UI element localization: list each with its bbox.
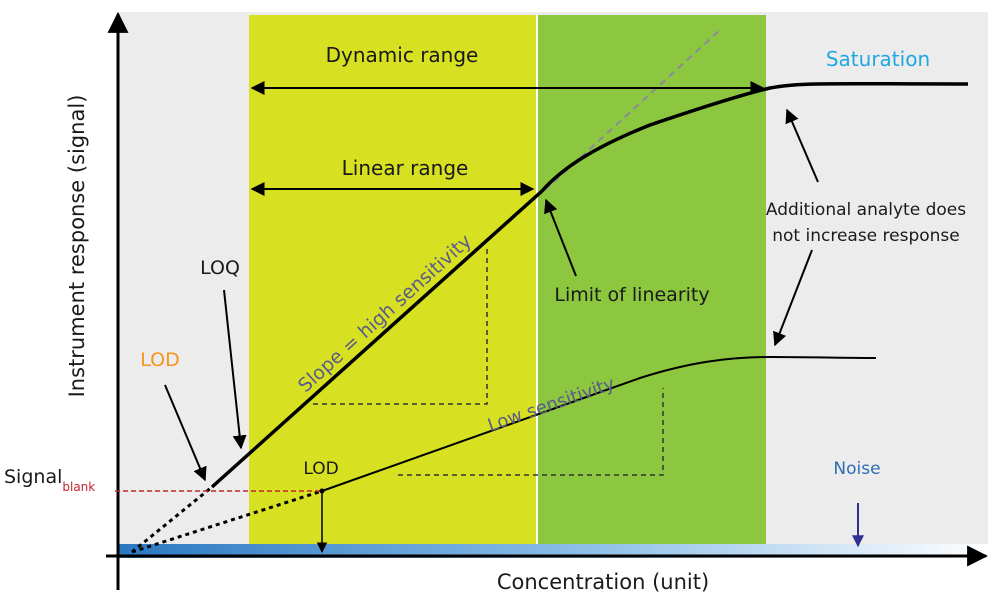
linear-range-label: Linear range <box>342 156 469 180</box>
saturation-label: Saturation <box>826 47 930 71</box>
lod-low-label: LOD <box>303 459 338 479</box>
arrow-to-limit-of-linearity <box>544 198 577 277</box>
limit-of-linearity-label: Limit of linearity <box>554 284 709 306</box>
y-axis-label: Instrument response (signal) <box>65 95 89 398</box>
arrow-to-high-saturation <box>785 108 819 183</box>
lod-low-point <box>319 488 325 494</box>
signal-blank-label: Signalblank <box>4 466 95 494</box>
additional-analyte-line2: not increase response <box>772 226 960 246</box>
slope-triangle-low <box>398 388 664 476</box>
x-axis-label: Concentration (unit) <box>497 570 709 594</box>
additional-analyte-line1: Additional analyte does <box>766 200 966 220</box>
signal-subscript: blank <box>62 480 95 494</box>
low-curve-origin-dotted <box>131 489 323 554</box>
lod-high-label: LOD <box>140 349 180 371</box>
nonlinear-zone <box>537 15 766 544</box>
arrow-to-lod-high <box>164 384 207 482</box>
slope-triangle-high <box>313 248 488 405</box>
high-sensitivity-curve <box>210 81 969 489</box>
arrow-to-low-saturation <box>773 249 813 347</box>
arrow-to-loq <box>223 289 247 450</box>
linear-zone <box>249 15 537 544</box>
loq-label: LOQ <box>200 257 240 279</box>
low-sensitivity-curve <box>321 355 877 492</box>
signal-word: Signal <box>4 466 62 488</box>
dynamic-range-label: Dynamic range <box>326 43 479 67</box>
noise-label: Noise <box>833 459 880 479</box>
high-curve-origin-dotted <box>131 485 213 554</box>
